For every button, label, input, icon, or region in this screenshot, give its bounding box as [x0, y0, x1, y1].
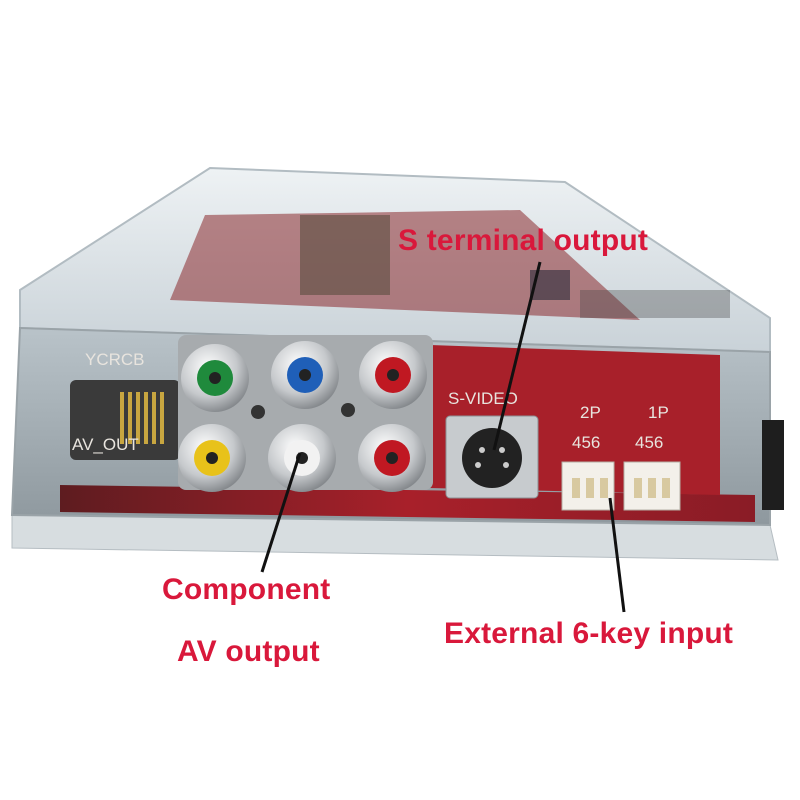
inner-heatsink	[300, 215, 390, 295]
inner-header	[580, 290, 730, 318]
rca-jack-yellow[interactable]	[178, 424, 246, 492]
side-connector	[762, 420, 784, 510]
callout-av-output: AV output	[177, 635, 320, 668]
rca-jack-red-bottom[interactable]	[358, 424, 426, 492]
rca-jack-green[interactable]	[181, 344, 249, 412]
vga-pins	[120, 392, 164, 444]
callout-component: Component	[162, 573, 331, 606]
label-av-out: AV_OUT	[72, 435, 139, 454]
inner-board	[170, 210, 640, 320]
screw	[251, 405, 265, 419]
label-1p: 1P	[648, 403, 669, 422]
label-456-2p: 456	[572, 433, 600, 452]
rca-jack-red-top[interactable]	[359, 341, 427, 409]
s-video-port[interactable]	[445, 415, 539, 499]
key-header-2p[interactable]	[561, 461, 615, 511]
callout-external-6-key-input: External 6-key input	[444, 617, 734, 650]
label-s-video: S-VIDEO	[448, 389, 518, 408]
key-header-1p[interactable]	[623, 461, 681, 511]
pointer-component	[260, 452, 302, 573]
pointer-external-keys	[608, 497, 626, 613]
label-ycrcb: YCRCB	[85, 350, 145, 369]
label-2p: 2P	[580, 403, 601, 422]
rca-jack-blue[interactable]	[271, 341, 339, 409]
screw	[341, 403, 355, 417]
label-456-1p: 456	[635, 433, 663, 452]
callout-s-terminal-output: S terminal output	[398, 224, 649, 257]
rca-jack-white[interactable]	[268, 424, 336, 492]
pointer-s-terminal	[492, 261, 542, 451]
